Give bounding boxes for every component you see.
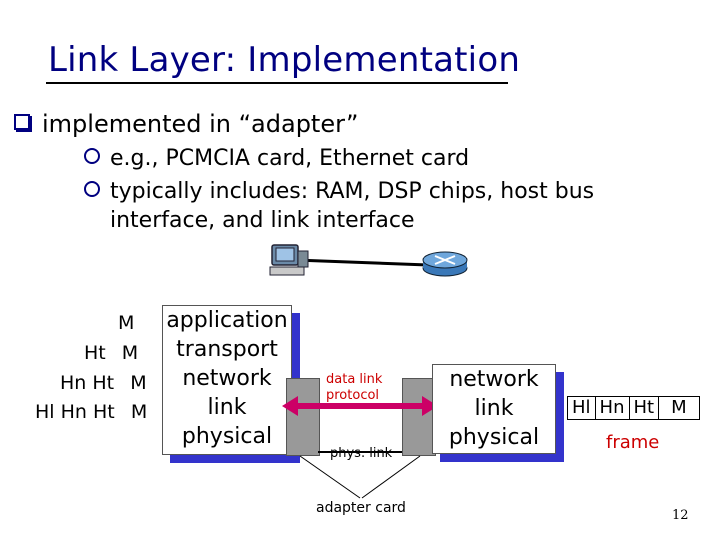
protocol-arrows — [282, 396, 438, 499]
layer-link: link — [474, 396, 514, 421]
main-bullet: implemented in “adapter” — [14, 110, 358, 138]
frame-label: frame — [606, 432, 660, 453]
layer-physical: physical — [448, 425, 540, 450]
header-row-4: Hl Hn Ht M — [35, 401, 147, 423]
adapter-card-label: adapter card — [316, 500, 406, 516]
right-protocol-stack: network link physical — [432, 364, 556, 454]
header-M: M — [130, 372, 147, 394]
frame-Hl: Hl — [567, 396, 596, 420]
header-Hn: Hn — [60, 401, 87, 423]
header-M: M — [118, 312, 135, 334]
bullet-circle-icon — [84, 148, 100, 164]
phys-link-label: phys. link — [330, 446, 393, 461]
frame-M: M — [658, 396, 700, 420]
header-row-2: Ht M — [84, 342, 138, 364]
sub-bullet-2-text: typically includes: RAM, DSP chips, host… — [110, 179, 595, 204]
sub-bullet-1: e.g., PCMCIA card, Ethernet card — [84, 146, 469, 171]
header-Hl: Hl — [35, 401, 55, 423]
bullet-circle-icon — [84, 181, 100, 197]
header-M: M — [121, 342, 139, 364]
header-Ht: Ht — [84, 342, 106, 364]
header-row-3: Hn Ht M — [60, 372, 147, 394]
computer-icon — [269, 244, 309, 276]
router-icon — [422, 251, 468, 277]
layer-transport: transport — [176, 337, 278, 362]
main-bullet-text: implemented in “adapter” — [42, 110, 359, 138]
layer-network: network — [182, 366, 272, 391]
sub-bullet-2-cont: interface, and link interface — [110, 208, 415, 233]
title-underline — [46, 82, 508, 84]
bullet-box-icon — [14, 114, 30, 130]
header-M: M — [130, 401, 148, 423]
layer-physical: physical — [181, 424, 273, 449]
frame-Hn: Hn — [594, 396, 630, 420]
sub-bullet-2: typically includes: RAM, DSP chips, host… — [84, 179, 594, 204]
frame-Ht: Ht — [628, 396, 660, 420]
header-Ht: Ht — [93, 401, 115, 423]
header-row-1: M — [118, 312, 134, 334]
sub-bullet-1-text: e.g., PCMCIA card, Ethernet card — [110, 146, 470, 171]
header-Hn: Hn — [60, 372, 87, 394]
layer-network: network — [449, 367, 539, 392]
data-link-protocol-label: data link protocol — [326, 372, 383, 403]
layer-link: link — [207, 395, 247, 420]
page-number: 12 — [672, 508, 689, 523]
header-Ht: Ht — [92, 372, 115, 394]
adapter-card-left — [286, 378, 320, 456]
slide-title: Link Layer: Implementation — [48, 40, 521, 80]
left-protocol-stack: application transport network link physi… — [162, 305, 292, 455]
layer-application: application — [166, 308, 288, 333]
